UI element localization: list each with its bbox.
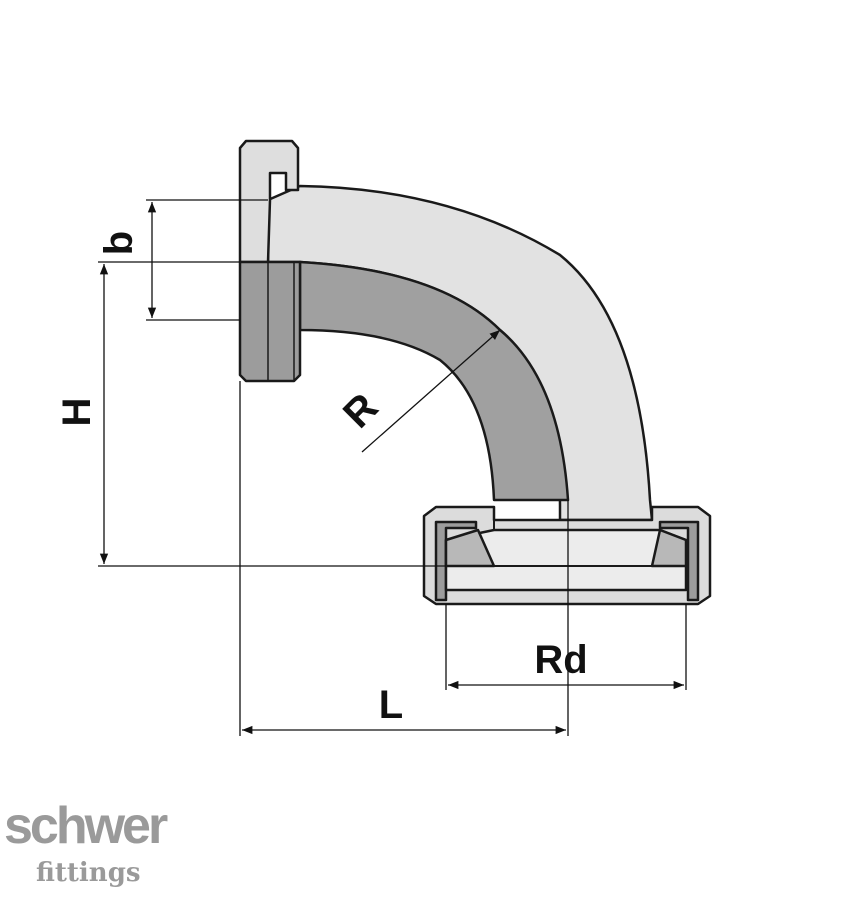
union-nut	[422, 505, 712, 606]
label-Rd: Rd	[534, 638, 587, 682]
label-L: L	[379, 683, 403, 727]
brand-logo-subtitle: fittings	[36, 858, 141, 888]
dim-R-line	[361, 329, 501, 453]
elbow-body	[266, 184, 654, 522]
top-flange-lower	[238, 260, 302, 383]
dimension-lines	[98, 199, 687, 736]
elbow-section	[298, 260, 570, 502]
label-H: H	[55, 398, 99, 427]
label-R: R	[335, 385, 387, 437]
brand-logo: schwer	[4, 797, 168, 855]
top-flange	[238, 139, 302, 383]
label-b: b	[97, 231, 141, 255]
nut-right-section	[658, 520, 700, 602]
